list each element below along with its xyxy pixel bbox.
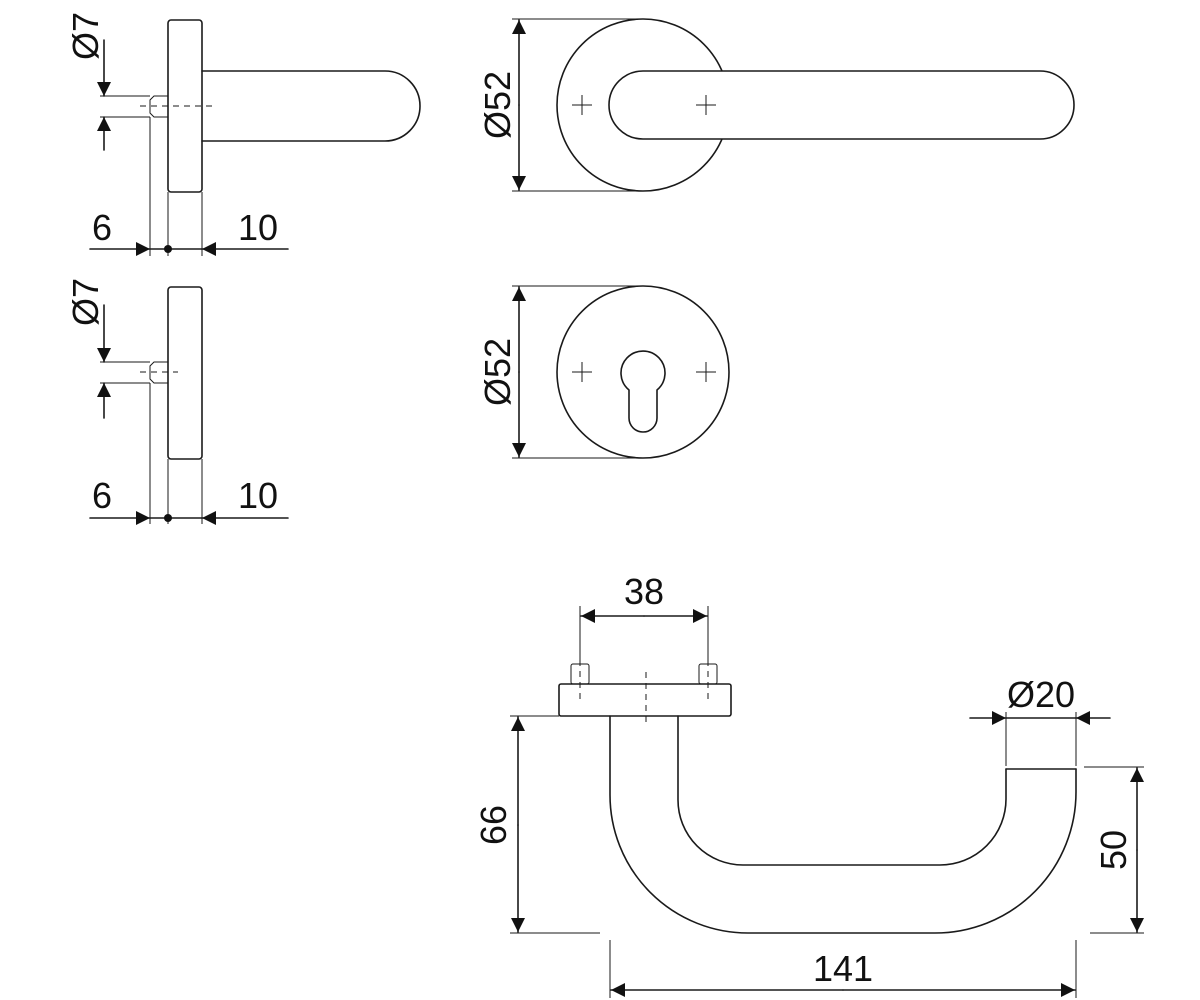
side-view-bottom: Ø7 6 10 — [65, 278, 289, 525]
dim-height-right: 50 — [1093, 830, 1134, 870]
lever-outer-profile — [609, 715, 1077, 934]
dim-tube-diameter: Ø20 — [1007, 674, 1075, 715]
lever-arm-side — [201, 70, 421, 142]
lever-inner-profile — [677, 715, 1007, 866]
dim-escutcheon-diameter: Ø52 — [477, 338, 518, 406]
base-plate — [558, 683, 732, 717]
front-view-escutcheon: Ø52 — [477, 285, 730, 459]
escutcheon-plate — [167, 286, 203, 460]
dim-pin-diameter-bottom: Ø7 — [65, 278, 106, 326]
screw-mark-icon — [572, 362, 592, 382]
front-view-rose: Ø52 — [477, 18, 1075, 192]
keyhole-profile-cylinder — [620, 350, 666, 433]
dim-left-top: 6 — [92, 207, 112, 248]
screw-mark-icon — [572, 95, 592, 115]
dim-left-bottom: 6 — [92, 475, 112, 516]
dim-right-bottom: 10 — [238, 475, 278, 516]
dim-rose-diameter: Ø52 — [477, 71, 518, 139]
dim-lever-length: 141 — [813, 948, 873, 989]
dim-right-top: 10 — [238, 207, 278, 248]
plan-view-lever: 38 Ø20 66 50 141 — [473, 571, 1144, 998]
pin-bottom — [149, 361, 168, 384]
pin-top — [149, 95, 168, 118]
dim-pin-spacing: 38 — [624, 571, 664, 612]
screw-mark-icon — [696, 95, 716, 115]
screw-mark-icon — [696, 362, 716, 382]
dim-height-left: 66 — [473, 805, 514, 845]
side-view-top: Ø7 6 10 — [65, 12, 421, 256]
dim-pin-diameter-top: Ø7 — [65, 12, 106, 60]
lever-front — [608, 70, 1075, 140]
